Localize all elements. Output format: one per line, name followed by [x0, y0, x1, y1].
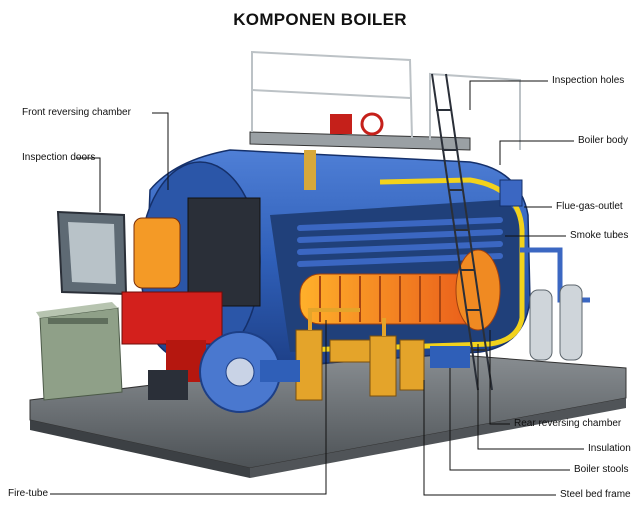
label-inspection-doors: Inspection doors: [22, 152, 96, 163]
feed-piping: [308, 308, 386, 336]
boiler-stool-front: [260, 360, 300, 382]
blower-hub: [225, 357, 255, 387]
label-fire-tube: Fire-tube: [8, 488, 49, 499]
label-steel-bed-frame: Steel bed frame: [560, 489, 631, 500]
leader-front-reversing: [152, 112, 169, 190]
label-inspection-holes: Inspection holes: [552, 75, 625, 86]
boiler-stool-rear: [430, 346, 470, 368]
control-panel-strip: [48, 318, 108, 324]
label-flue-gas-outlet: Flue-gas-outlet: [556, 201, 623, 212]
label-insulation: Insulation: [588, 443, 631, 454]
label-rear-reversing-chamber: Rear reversing chamber: [514, 418, 622, 429]
burner: [121, 291, 223, 345]
top-valve: [330, 114, 352, 134]
label-smoke-tubes: Smoke tubes: [570, 230, 629, 241]
separators: [529, 284, 583, 361]
front-panel: [187, 197, 261, 307]
steam-pipe: [304, 150, 316, 190]
inspection-door-window: [68, 222, 116, 284]
leader-insulation: [477, 344, 584, 450]
front-reversing-chamber: [133, 217, 181, 289]
burner-block: [148, 370, 188, 400]
base-side-face: [250, 398, 626, 478]
label-front-reversing-chamber: Front reversing chamber: [22, 107, 131, 118]
feed-pumps: [295, 329, 425, 401]
leader-lines: [50, 80, 584, 496]
leader-boiler-stools: [449, 368, 570, 471]
base-front-face: [30, 420, 250, 478]
label-boiler-body: Boiler body: [578, 135, 629, 146]
flue-gas-outlet: [499, 179, 523, 207]
leader-inspection-holes: [469, 80, 548, 110]
leader-steel-bed: [423, 380, 556, 496]
leader-rear-reversing: [489, 330, 510, 425]
control-panel: [39, 307, 123, 401]
leader-boiler-body: [499, 140, 574, 165]
top-valve-wheel: [360, 112, 384, 136]
platform-railing: [251, 50, 521, 150]
control-panel-top: [36, 302, 118, 318]
leader-fire-tube: [50, 320, 327, 495]
insulation-band: [299, 177, 525, 353]
label-boiler-stools: Boiler stools: [574, 464, 629, 475]
leader-inspection-doors: [76, 157, 101, 212]
ladder: [431, 73, 493, 391]
top-platform: [249, 131, 471, 151]
page-title: KOMPONEN BOILER: [233, 10, 407, 29]
